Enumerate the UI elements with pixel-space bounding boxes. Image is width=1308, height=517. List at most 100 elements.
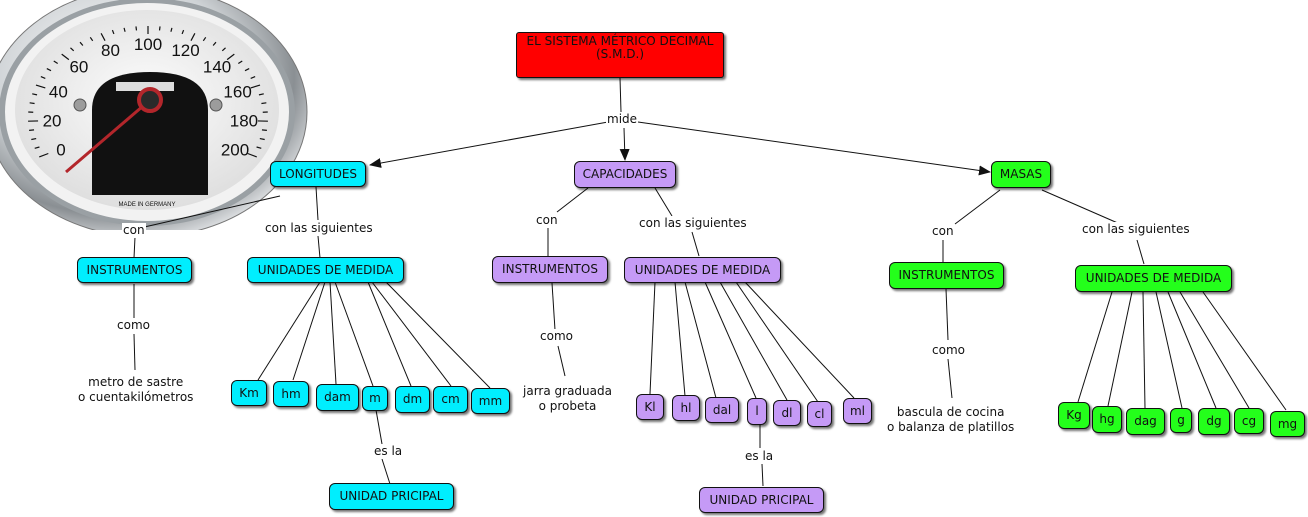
gauge-tick-label: 0 xyxy=(56,140,65,159)
masas-como-label: como xyxy=(931,343,966,358)
gauge-minor-tick xyxy=(237,60,243,65)
gauge-minor-tick xyxy=(261,129,267,132)
capacidades-unit-ml: ml xyxy=(843,398,872,424)
gauge-minor-tick xyxy=(29,129,35,132)
gauge-tick-label: 40 xyxy=(49,82,68,101)
gauge-tick-label: 160 xyxy=(223,82,251,101)
longitudes-unit-m: m xyxy=(362,386,388,411)
capacidades-unit-l: l xyxy=(747,398,767,425)
longitudes-instrument-text: metro de sastre o cuentakilómetros xyxy=(77,375,195,405)
gauge-minor-tick xyxy=(31,137,37,141)
capacidades-unit-dl: dl xyxy=(773,400,801,426)
gauge-minor-tick xyxy=(244,68,250,72)
longitudes-unit-dm: dm xyxy=(395,386,430,413)
capacidades-unit-hl: hl xyxy=(672,395,700,421)
gauge-minor-tick xyxy=(79,41,84,46)
masas-unit-dag: dag xyxy=(1126,408,1165,435)
longitudes-principal-node: UNIDAD PRICIPAL xyxy=(329,483,454,510)
masas-unit-dg: dg xyxy=(1198,408,1230,435)
gauge-minor-tick xyxy=(32,93,38,96)
gauge-footer-text: MADE IN GERMANY xyxy=(118,202,175,208)
longitudes-unit-cm: cm xyxy=(433,386,468,413)
longitudes-link-con: con xyxy=(122,223,146,238)
gauge-major-tick xyxy=(226,53,235,61)
gauge-tick-label: 120 xyxy=(171,41,199,60)
longitudes-link-siguientes: con las siguientes xyxy=(264,221,374,236)
root-line2: (S.M.D.) xyxy=(595,47,645,61)
gauge-minor-tick xyxy=(34,146,40,149)
gauge-major-tick xyxy=(35,84,46,89)
capacidades-node: CAPACIDADES xyxy=(574,161,676,188)
gauge-minor-tick xyxy=(256,146,262,149)
longitudes-esla-label: es la xyxy=(373,444,404,459)
longitudes-unit-dam: dam xyxy=(316,384,359,411)
capacidades-units-node: UNIDADES DE MEDIDA xyxy=(624,257,781,283)
gauge-minor-tick xyxy=(123,27,126,32)
masas-link-siguientes: con las siguientes xyxy=(1081,222,1191,237)
gauge-minor-tick xyxy=(259,137,265,141)
capacidades-link-con: con xyxy=(535,213,559,228)
gauge-minor-tick xyxy=(212,41,217,46)
masas-unit-cg: cg xyxy=(1234,408,1264,434)
gauge-minor-tick xyxy=(158,26,161,31)
gauge-major-tick xyxy=(61,53,70,61)
gauge-major-tick xyxy=(100,33,106,41)
root-link-label: mide xyxy=(606,112,639,127)
gauge-tick-label: 100 xyxy=(134,35,162,54)
longitudes-unit-mm: mm xyxy=(471,388,510,414)
longitudes-instruments-node: INSTRUMENTOS xyxy=(77,257,192,283)
longitudes-unit-km: Km xyxy=(231,380,267,406)
root-line1: EL SISTEMA MÉTRICO DECIMAL xyxy=(526,34,714,48)
gauge-tick-label: 180 xyxy=(230,112,258,131)
gauge-major-tick xyxy=(190,33,196,41)
capacidades-link-siguientes: con las siguientes xyxy=(638,216,748,231)
masas-unit-mg: mg xyxy=(1270,411,1305,437)
gauge-minor-tick xyxy=(53,60,59,65)
capacidades-instruments-node: INSTRUMENTOS xyxy=(492,256,608,283)
gauge-minor-tick xyxy=(40,76,46,79)
longitudes-unit-hm: hm xyxy=(273,381,309,407)
gauge-tick-label: 200 xyxy=(221,140,249,159)
root-node: EL SISTEMA MÉTRICO DECIMAL (S.M.D.) xyxy=(516,32,724,78)
masas-unit-g: g xyxy=(1170,408,1192,433)
longitudes-node: LONGITUDES xyxy=(270,161,366,187)
gauge-minor-tick xyxy=(250,76,256,79)
gauge-minor-tick xyxy=(46,68,52,72)
gauge-minor-tick xyxy=(111,29,115,35)
gauge-major-tick xyxy=(39,152,49,158)
gauge-tick-label: 140 xyxy=(203,58,231,77)
longitudes-units-node: UNIDADES DE MEDIDA xyxy=(247,257,404,283)
masas-unit-kg: Kg xyxy=(1058,402,1090,429)
gauge-minor-tick xyxy=(221,47,226,52)
gauge-minor-tick xyxy=(29,102,35,105)
capacidades-como-label: como xyxy=(539,329,574,344)
masas-instrument-text: bascula de cocina o balanza de platillos xyxy=(886,405,1016,435)
gauge-tick-label: 80 xyxy=(101,41,120,60)
gauge-minor-tick xyxy=(202,37,207,42)
gauge-minor-tick xyxy=(70,47,75,52)
capacidades-unit-dal: dal xyxy=(705,397,739,423)
masas-instruments-node: INSTRUMENTOS xyxy=(889,262,1004,289)
capacidades-esla-label: es la xyxy=(744,449,775,464)
gauge-minor-tick xyxy=(258,93,264,96)
gauge-minor-tick xyxy=(89,37,94,42)
capacidades-unit-cl: cl xyxy=(807,401,832,427)
gauge-major-tick xyxy=(247,152,257,158)
capacidades-principal-node: UNIDAD PRICIPAL xyxy=(699,487,824,513)
masas-unit-hg: hg xyxy=(1092,406,1122,433)
gauge-minor-tick xyxy=(261,102,267,105)
gauge-major-tick xyxy=(250,84,261,89)
masas-link-con: con xyxy=(931,224,955,239)
capacidades-instrument-text: jarra graduada o probeta xyxy=(522,384,613,414)
gauge-minor-tick xyxy=(170,27,173,32)
capacidades-unit-kl: Kl xyxy=(636,394,664,420)
gauge-minor-tick xyxy=(135,26,138,31)
longitudes-como-label: como xyxy=(116,318,151,333)
gauge-tick-label: 20 xyxy=(43,112,62,131)
gauge-minor-tick xyxy=(181,29,185,35)
masas-units-node: UNIDADES DE MEDIDA xyxy=(1075,265,1232,292)
gauge-tick-label: 60 xyxy=(69,58,88,77)
masas-node: MASAS xyxy=(991,161,1051,188)
